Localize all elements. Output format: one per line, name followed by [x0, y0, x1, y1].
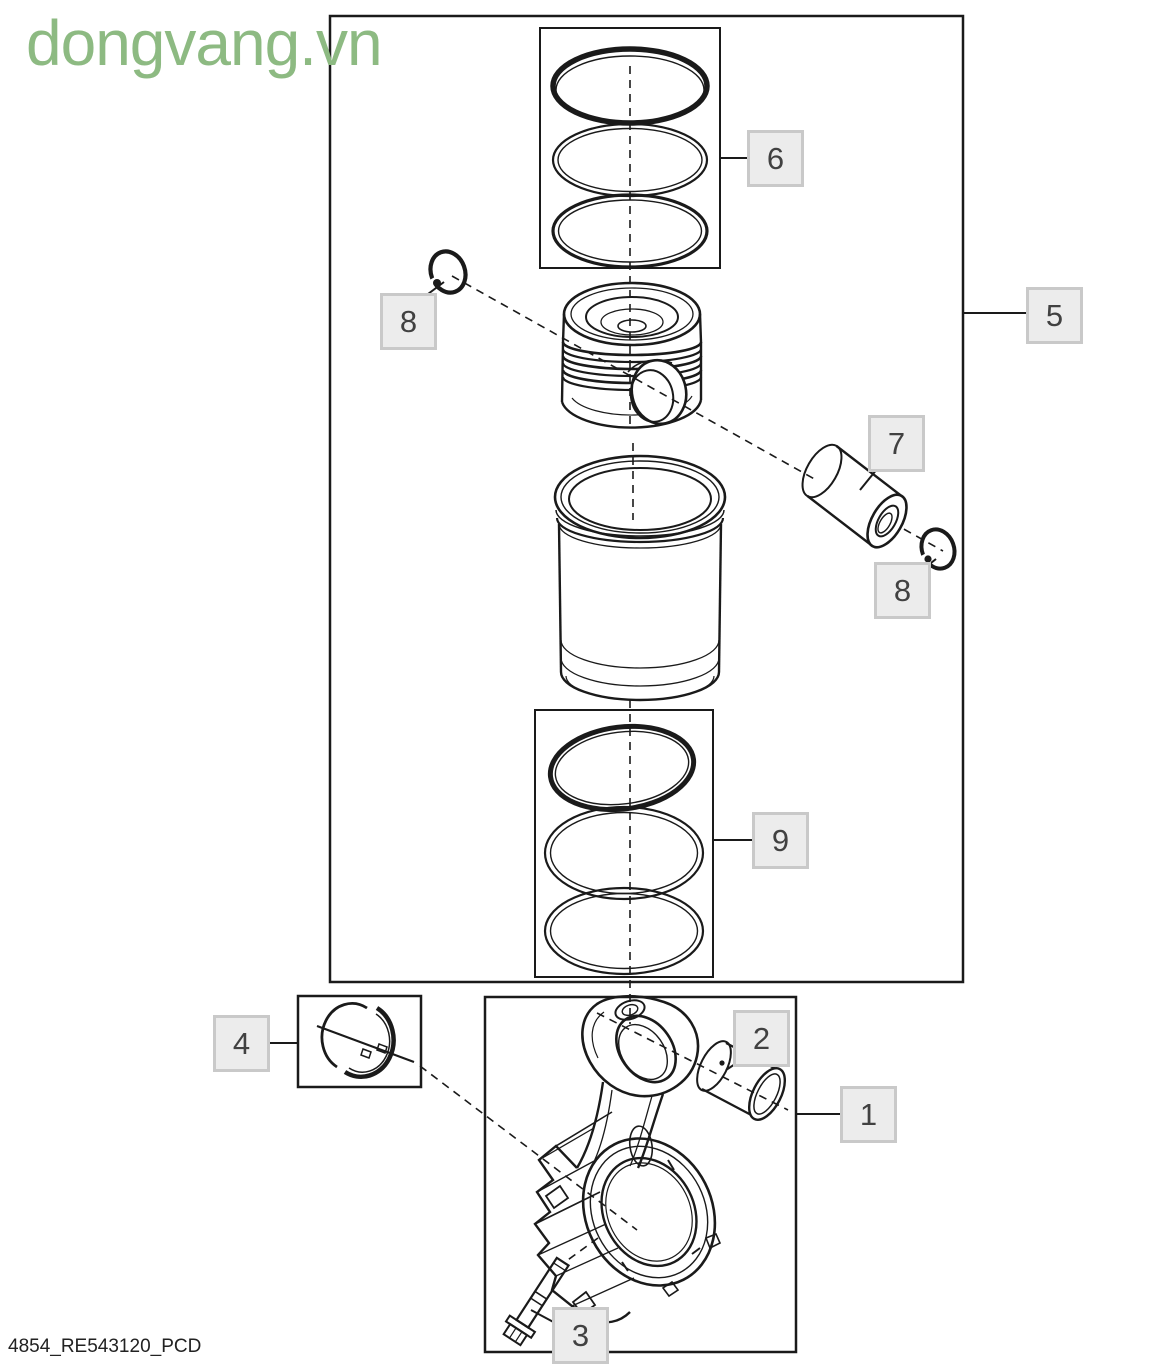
callout-4-label: 4: [232, 1026, 251, 1061]
callout-4[interactable]: 4: [213, 1015, 270, 1072]
bearing-shells-drawing: [316, 1002, 415, 1079]
bolt-axis-line: [564, 1237, 599, 1263]
callout-3[interactable]: 3: [552, 1307, 609, 1364]
callout-1[interactable]: 1: [840, 1086, 897, 1143]
callout-9[interactable]: 9: [752, 812, 809, 869]
callout-8-top-label: 8: [399, 304, 418, 339]
callout-7[interactable]: 7: [868, 415, 925, 472]
callout-6[interactable]: 6: [747, 130, 804, 187]
cylinder-liner-drawing: [553, 454, 727, 702]
bearing-box: [296, 994, 423, 1089]
callout-7-label: 7: [887, 426, 906, 461]
callout-3-label: 3: [571, 1318, 590, 1353]
callout-8-top[interactable]: 8: [380, 293, 437, 350]
callout-9-label: 9: [771, 823, 790, 858]
drawing-number: 4854_RE543120_PCD: [8, 1336, 202, 1357]
callout-2[interactable]: 2: [733, 1010, 790, 1067]
callout-5-label: 5: [1045, 298, 1064, 333]
piston-pin-drawing: [801, 443, 908, 549]
bearing-axis-line: [419, 1065, 638, 1231]
snap-ring-top-drawing: [427, 249, 468, 295]
callout-6-label: 6: [766, 141, 785, 176]
watermark: dongvang.vn: [26, 7, 383, 79]
bushing-axis-line: [596, 1012, 789, 1111]
snap-ring-right-drawing: [918, 527, 957, 571]
callout-2-label: 2: [752, 1021, 771, 1056]
cap-screw-drawing: [502, 1256, 571, 1347]
piston-rings-bottom-drawing: [543, 723, 705, 976]
bottom-rings-box: [534, 709, 714, 978]
piston-drawing: [560, 281, 703, 429]
outer-assembly-box: [328, 14, 965, 984]
callout-8-right[interactable]: 8: [874, 562, 931, 619]
callout-1-label: 1: [859, 1097, 878, 1132]
callout-5[interactable]: 5: [1026, 287, 1083, 344]
connecting-rod-drawing: [533, 994, 722, 1324]
callout-8-right-label: 8: [893, 573, 912, 608]
